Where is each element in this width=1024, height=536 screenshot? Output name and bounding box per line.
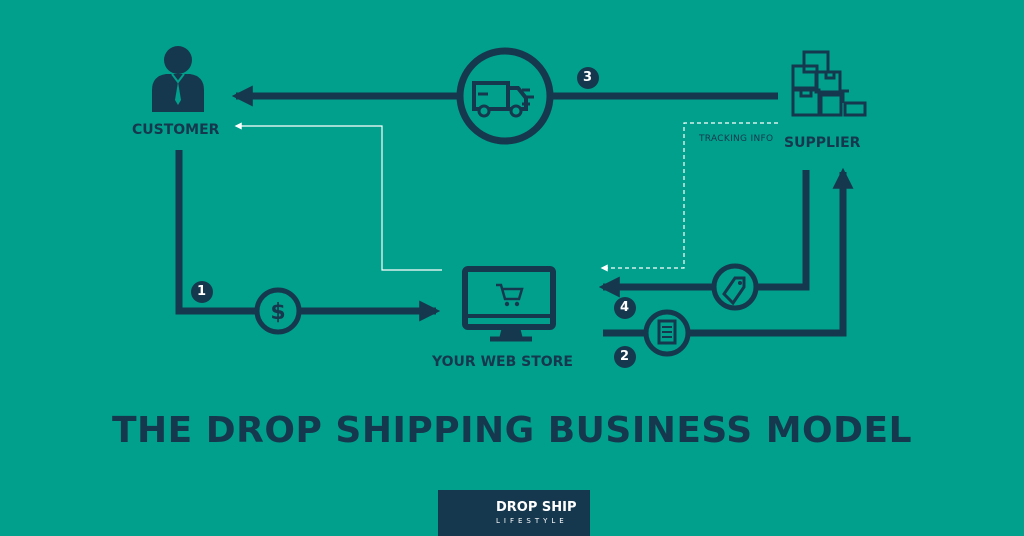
step-1-number: 1 [197,284,207,299]
tracking-info-label: TRACKING INFO [699,134,774,144]
drop-ship-lifestyle-logo: DROP SHIP LIFESTYLE [438,490,590,536]
supplier-boxes-icon [791,50,867,117]
step-badge-4 [614,297,636,319]
step-badge-3 [577,67,599,89]
info-store-to-customer [234,122,442,271]
tracking-info-line [600,122,778,272]
step-badge-1 [191,281,213,303]
svg-text:$: $ [270,300,285,325]
step-2-number: 2 [620,349,630,364]
price-tag-icon [711,263,759,311]
dollar-icon: $ [254,287,302,335]
flow-customer-to-store [175,150,441,322]
flow-supplier-to-store [598,170,810,298]
step-4-number: 4 [620,300,630,315]
logo-line-1: DROP SHIP [496,500,577,515]
step-3-number: 3 [583,70,593,85]
supplier-label: SUPPLIER [784,135,861,151]
step-badge-2 [614,346,636,368]
order-document-icon [643,309,691,357]
customer-label: CUSTOMER [132,122,220,138]
diagram-title: THE DROP SHIPPING BUSINESS MODEL [111,410,913,451]
customer-icon [152,46,204,112]
web-store-label: YOUR WEB STORE [432,354,573,370]
computer-cart-icon [462,266,556,342]
logo-line-2: LIFESTYLE [496,517,568,525]
delivery-truck-icon [456,47,554,145]
